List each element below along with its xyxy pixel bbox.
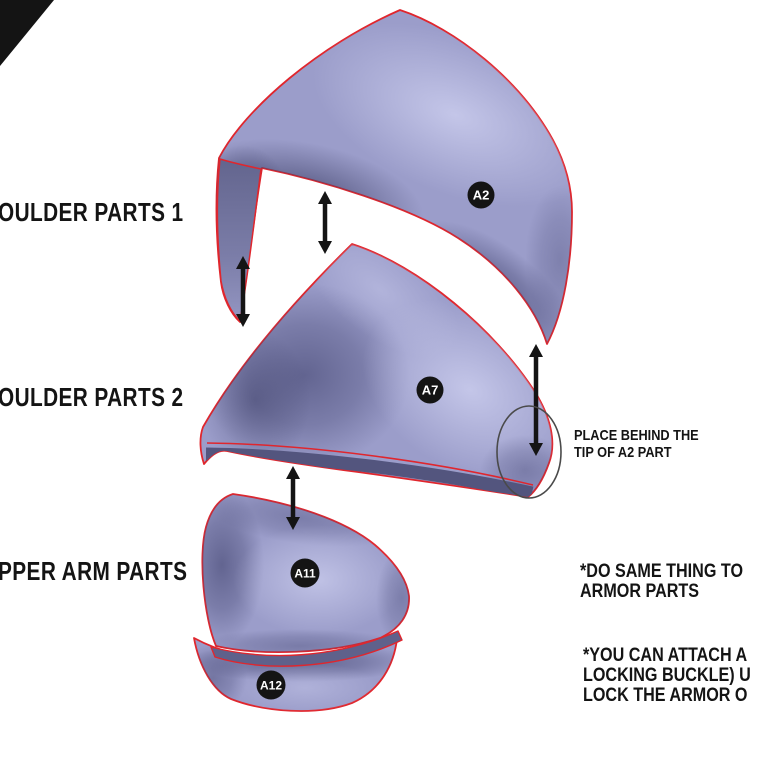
part-badge-a2: A2 bbox=[467, 181, 495, 209]
section-label-upper-arm-parts: PPER ARM PARTS bbox=[0, 556, 188, 586]
note-2-line-1: *YOU CAN ATTACH A bbox=[583, 645, 748, 666]
callout-line-1: PLACE BEHIND THE bbox=[574, 427, 699, 444]
section-label-shoulder-parts-1: OULDER PARTS 1 bbox=[0, 197, 184, 227]
double-arrow-a7-tip bbox=[529, 344, 543, 456]
callout-circle bbox=[496, 405, 562, 499]
note-do-same-thing: *DO SAME THING TO ARMOR PARTS bbox=[580, 562, 743, 602]
note-1-line-2: ARMOR PARTS bbox=[580, 581, 700, 602]
part-a11-bottom-rim bbox=[210, 630, 403, 667]
part-a2-shape bbox=[215, 9, 573, 345]
note-1-line-1: *DO SAME THING TO bbox=[580, 561, 744, 582]
double-arrow-a7-to-a11 bbox=[286, 466, 300, 530]
double-arrow-a2-to-a7 bbox=[318, 191, 332, 254]
double-arrow-a2-flap bbox=[236, 256, 250, 327]
part-badge-a11: A11 bbox=[290, 558, 320, 588]
note-locking-buckle: *YOU CAN ATTACH A LOCKING BUCKLE) U LOCK… bbox=[583, 646, 751, 706]
note-2-line-2: LOCKING BUCKLE) U bbox=[583, 665, 751, 686]
section-label-shoulder-parts-2: OULDER PARTS 2 bbox=[0, 382, 184, 412]
part-badge-a12: A12 bbox=[256, 670, 286, 700]
part-badge-a7: A7 bbox=[416, 376, 444, 404]
corner-triangle-decoration bbox=[0, 0, 54, 66]
part-a7-shape bbox=[199, 243, 554, 498]
callout-text: PLACE BEHIND THE TIP OF A2 PART bbox=[574, 427, 699, 461]
part-a2-flap bbox=[216, 158, 262, 322]
callout-line-2: TIP OF A2 PART bbox=[574, 444, 672, 461]
note-2-line-3: LOCK THE ARMOR O bbox=[583, 685, 748, 706]
